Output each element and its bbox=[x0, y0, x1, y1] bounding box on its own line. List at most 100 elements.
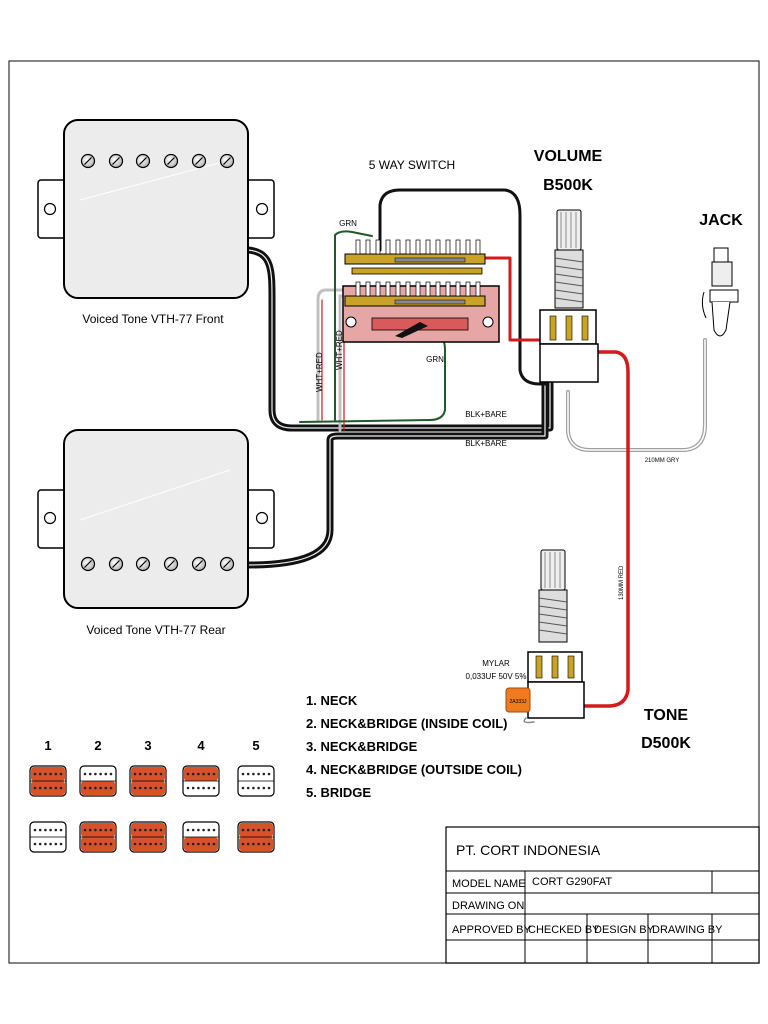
switch-lug bbox=[395, 239, 401, 255]
legend-pole bbox=[252, 842, 255, 846]
position-item: 5. BRIDGE bbox=[306, 785, 371, 800]
legend-pole bbox=[154, 772, 158, 776]
legend-pole bbox=[186, 772, 190, 776]
legend-pole bbox=[59, 772, 63, 776]
legend-pole bbox=[54, 772, 58, 776]
screw-slot bbox=[84, 560, 92, 568]
capacitor: 2A333J bbox=[505, 687, 531, 713]
legend-pole bbox=[59, 828, 63, 832]
screw-slot bbox=[112, 560, 120, 568]
tone-label: TONE bbox=[644, 707, 688, 724]
screw-slot bbox=[84, 157, 92, 165]
front-pickup-label: Voiced Tone VTH-77 Front bbox=[82, 312, 224, 326]
legend-pole bbox=[138, 842, 142, 846]
wht-red-label-1: WHT+RED bbox=[315, 352, 324, 392]
legend-pole bbox=[44, 828, 47, 832]
legend-pole bbox=[109, 828, 113, 832]
model-name-label: MODEL NAME bbox=[452, 878, 526, 890]
switch-lug bbox=[465, 281, 471, 297]
switch-lug bbox=[445, 239, 451, 255]
legend-pole bbox=[186, 842, 190, 846]
legend-pole bbox=[133, 772, 137, 776]
legend-pole bbox=[159, 786, 163, 790]
legend-pole bbox=[88, 772, 92, 776]
switch-lug bbox=[475, 239, 481, 255]
legend-pole bbox=[33, 842, 37, 846]
legend-pole bbox=[54, 786, 58, 790]
switch-lug bbox=[475, 281, 481, 297]
legend-pole bbox=[99, 786, 102, 790]
legend-pole bbox=[154, 828, 158, 832]
legend-pole bbox=[241, 828, 245, 832]
legend-pole bbox=[207, 842, 211, 846]
tone-value-label: D500K bbox=[641, 735, 691, 752]
switch-lug bbox=[415, 239, 421, 255]
front-pole-screws bbox=[80, 153, 235, 169]
legend-pole bbox=[267, 786, 271, 790]
legend-coil-top bbox=[239, 823, 273, 837]
blk-bare-label-2: BLK+BARE bbox=[465, 439, 507, 448]
legend-pole bbox=[44, 786, 47, 790]
legend-coil-bottom bbox=[184, 837, 218, 851]
screw-slot bbox=[195, 157, 203, 165]
legend-pole bbox=[33, 828, 37, 832]
legend-pole bbox=[99, 772, 102, 776]
legend-coil-top bbox=[184, 823, 218, 837]
legend-pole bbox=[59, 842, 63, 846]
rear-pole-screws bbox=[80, 556, 235, 572]
legend-pole bbox=[54, 828, 58, 832]
legend-pole bbox=[262, 786, 266, 790]
legend-pole bbox=[154, 786, 158, 790]
screw-slot bbox=[139, 157, 147, 165]
legend-pole bbox=[149, 828, 152, 832]
legend-pole bbox=[83, 772, 87, 776]
legend-pole bbox=[38, 772, 42, 776]
checked-by-label: CHECKED BY bbox=[528, 924, 600, 936]
legend-pole bbox=[267, 842, 271, 846]
legend-pole bbox=[257, 786, 260, 790]
gray-wire-label: 210MM GRY bbox=[645, 458, 680, 464]
volume-pot bbox=[539, 209, 599, 383]
switch-lug bbox=[415, 281, 421, 297]
legend-pole bbox=[154, 842, 158, 846]
five-way-switch bbox=[342, 239, 500, 343]
position-item: 2. NECK&BRIDGE (INSIDE COIL) bbox=[306, 716, 508, 731]
legend-pole bbox=[197, 772, 200, 776]
switch-lug bbox=[365, 239, 371, 255]
legend-pole bbox=[241, 772, 245, 776]
legend-coil-bottom bbox=[31, 781, 65, 795]
legend-pole bbox=[262, 828, 266, 832]
legend-pole bbox=[44, 842, 47, 846]
drawing-by-label: DRAWING BY bbox=[652, 924, 723, 936]
legend-coil-bottom bbox=[131, 837, 165, 851]
legend-pole bbox=[252, 828, 255, 832]
switch-lug bbox=[445, 281, 451, 297]
legend-pole bbox=[257, 842, 260, 846]
legend-pole bbox=[133, 828, 137, 832]
legend-coil-top bbox=[184, 767, 218, 781]
switch-lug bbox=[435, 281, 441, 297]
legend-pole bbox=[59, 786, 63, 790]
switch-lug bbox=[375, 239, 381, 255]
wires bbox=[244, 188, 707, 724]
legend-pole bbox=[159, 842, 163, 846]
switch-lug bbox=[455, 239, 461, 255]
legend-pole bbox=[49, 842, 52, 846]
legend-pole bbox=[262, 772, 266, 776]
blk-bare-label-1: BLK+BARE bbox=[465, 410, 507, 419]
legend-coil-bottom bbox=[184, 781, 218, 795]
switch-lug bbox=[375, 281, 381, 297]
legend-pole bbox=[149, 772, 152, 776]
legend-pole bbox=[186, 828, 190, 832]
legend-pole bbox=[109, 786, 113, 790]
legend-pole bbox=[144, 828, 147, 832]
legend-pole bbox=[83, 828, 87, 832]
legend-pole bbox=[212, 842, 216, 846]
volume-value-label: B500K bbox=[543, 177, 593, 194]
screw-slot bbox=[167, 157, 175, 165]
legend-pole bbox=[144, 772, 147, 776]
legend-pole bbox=[38, 842, 42, 846]
legend-coil-top bbox=[81, 767, 115, 781]
position-item: 4. NECK&BRIDGE (OUTSIDE COIL) bbox=[306, 762, 522, 777]
